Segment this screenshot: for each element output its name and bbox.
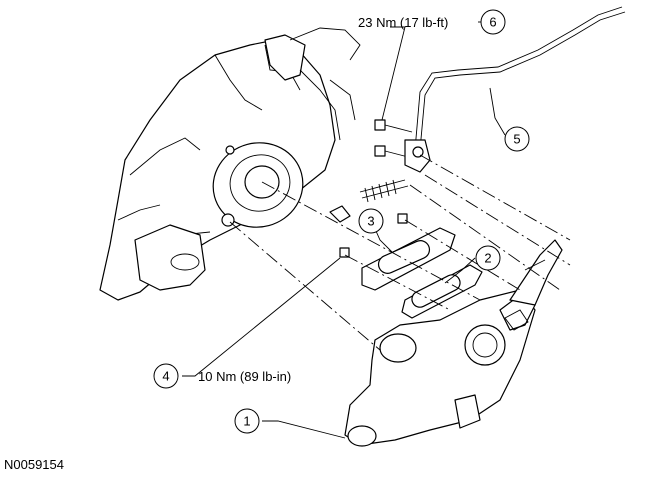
callout-1: 1 — [234, 408, 260, 434]
callout-6-number: 6 — [489, 15, 496, 30]
callout-6: 6 23 Nm (17 lb-ft) — [358, 9, 506, 35]
caliper-assembly — [344, 239, 563, 447]
callout-3-number: 3 — [367, 214, 374, 229]
callout-5-number: 5 — [513, 132, 520, 147]
callout-6-torque: 23 Nm (17 lb-ft) — [358, 15, 448, 30]
callout-3: 3 — [358, 208, 384, 234]
callout-1-number: 1 — [243, 414, 250, 429]
brake-hose — [414, 6, 626, 151]
callout-2: 2 — [475, 245, 501, 271]
callout-5: 5 — [504, 126, 530, 152]
bleeder-spring — [329, 179, 409, 258]
callout-4-number: 4 — [162, 369, 169, 384]
caliper-bolts — [374, 119, 431, 173]
callout-4: 4 10 Nm (89 lb-in) — [153, 363, 291, 389]
callout-4-torque: 10 Nm (89 lb-in) — [198, 369, 291, 384]
figure-id: N0059154 — [4, 457, 64, 472]
brake-pads — [361, 227, 483, 319]
callout-2-number: 2 — [484, 251, 491, 266]
knuckle-assembly — [99, 27, 361, 301]
